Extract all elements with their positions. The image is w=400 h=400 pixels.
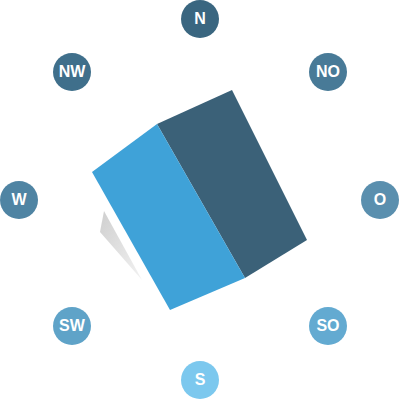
compass-point: NW: [53, 53, 91, 91]
direction-label: O: [374, 192, 386, 208]
compass-point: N: [181, 0, 219, 38]
compass-point: SO: [309, 307, 347, 345]
direction-label: N: [194, 11, 206, 27]
direction-label: S: [195, 372, 206, 388]
direction-label: SO: [316, 318, 339, 334]
compass-point: S: [181, 361, 219, 399]
direction-label: NW: [59, 64, 86, 80]
building-light-face: [92, 124, 245, 310]
direction-label: SW: [59, 318, 85, 334]
compass-point: O: [361, 181, 399, 219]
direction-label: W: [11, 192, 26, 208]
compass-point: W: [0, 181, 38, 219]
direction-label: NO: [316, 64, 340, 80]
compass-point: SW: [53, 307, 91, 345]
compass-point: NO: [309, 53, 347, 91]
